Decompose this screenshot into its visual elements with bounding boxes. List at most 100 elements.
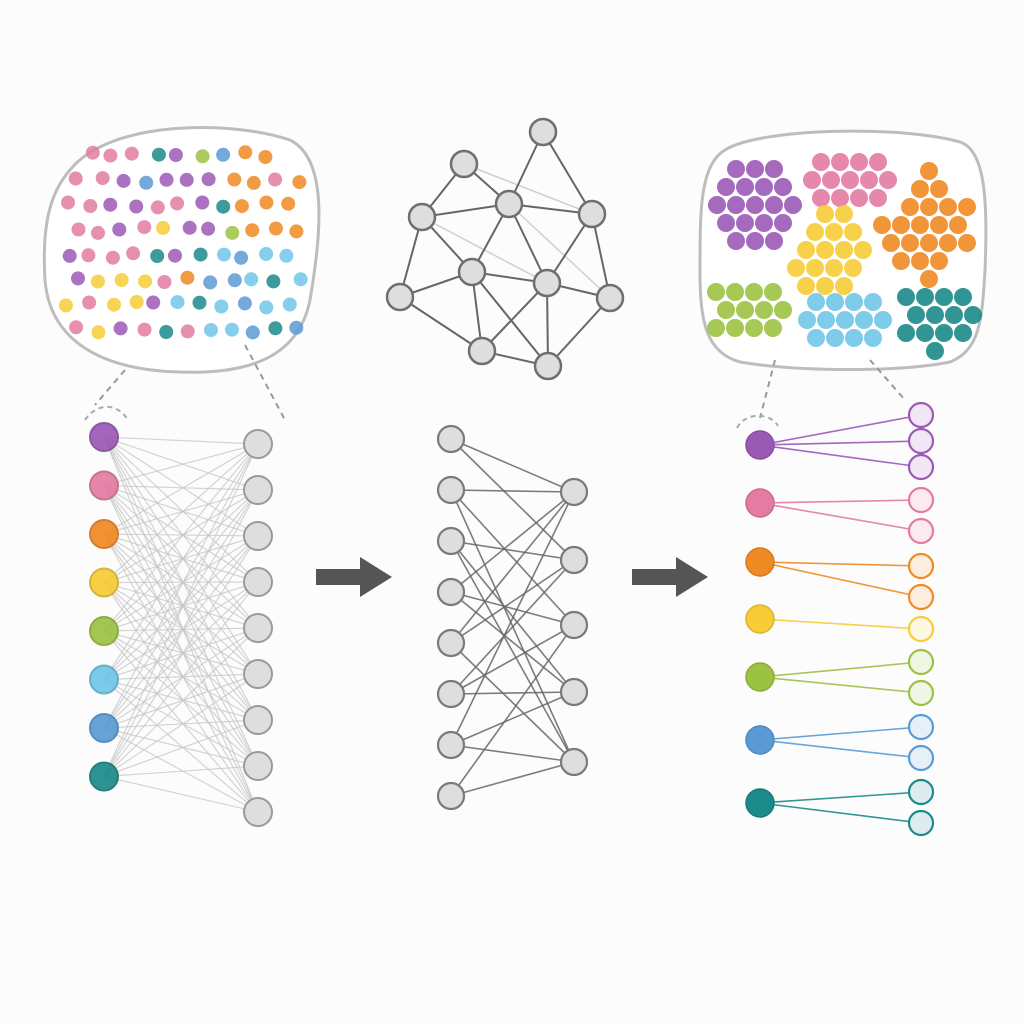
- sparse-edge: [450, 559, 575, 644]
- sorted-dot-teal: [907, 306, 925, 324]
- output-edge-pink: [759, 499, 922, 504]
- output-node-pink: [907, 517, 935, 545]
- cluster-dot: [69, 320, 84, 335]
- cluster-dot: [180, 270, 195, 285]
- cluster-dot: [116, 173, 131, 188]
- graph-node: [494, 189, 524, 219]
- sparse-edge: [450, 624, 575, 797]
- dense-edge: [103, 727, 259, 767]
- sorted-dot-purple: [717, 178, 735, 196]
- dense-edge: [103, 533, 259, 629]
- dense-edge: [103, 533, 259, 813]
- cluster-dot: [124, 146, 139, 161]
- sorted-dot-purple: [755, 214, 773, 232]
- sparse-left-node: [436, 730, 466, 760]
- output-node-purple: [907, 427, 935, 455]
- dense-edge: [103, 630, 259, 721]
- cluster-dot: [259, 247, 274, 261]
- input-node-blue: [89, 713, 119, 743]
- cluster-dot: [159, 325, 174, 339]
- output-edge-teal: [759, 802, 922, 824]
- sorted-dot-lightblue: [817, 311, 835, 329]
- graph-node: [595, 283, 625, 313]
- dense-edge: [103, 436, 259, 675]
- output-node-green: [907, 648, 935, 676]
- output-edge-pink: [759, 502, 922, 532]
- sparse-edge: [450, 491, 575, 593]
- sorted-dot-pink: [803, 171, 821, 189]
- dense-edge: [103, 436, 259, 721]
- sorted-dot-purple: [746, 160, 764, 178]
- dense-edge: [103, 489, 259, 535]
- cluster-dot: [129, 199, 144, 214]
- sorted-dot-lightblue: [855, 311, 873, 329]
- cluster-dot: [193, 247, 208, 262]
- sorted-dot-lightblue: [864, 329, 882, 347]
- cluster-dot: [170, 196, 185, 211]
- sorted-dot-purple: [784, 196, 802, 214]
- cluster-dot: [268, 321, 283, 336]
- cluster-dot: [180, 324, 195, 339]
- cluster-dot: [201, 172, 216, 187]
- source-node-pink: [745, 488, 775, 518]
- cluster-dot: [81, 248, 96, 263]
- dense-edge: [103, 436, 259, 445]
- sorted-dot-yellow: [835, 241, 853, 259]
- sorted-dot-lightblue: [836, 311, 854, 329]
- sorted-dot-yellow: [787, 259, 805, 277]
- cluster-dot: [234, 199, 249, 214]
- input-node-green: [89, 616, 119, 646]
- hidden-node: [243, 797, 273, 827]
- right-panel: [698, 129, 988, 837]
- cluster-dot: [279, 248, 294, 263]
- arrow-head: [676, 557, 708, 597]
- output-edge-orange: [759, 561, 922, 598]
- dense-edge: [103, 535, 259, 584]
- sorted-dot-purple: [727, 160, 745, 178]
- sparse-left-node: [436, 475, 466, 505]
- hidden-node: [243, 705, 273, 735]
- cluster-dot: [168, 248, 182, 263]
- dashed-connector: [759, 359, 776, 419]
- cluster-dot: [83, 199, 98, 213]
- output-edge-teal: [759, 791, 922, 804]
- cluster-dot: [58, 298, 73, 313]
- sorted-dot-purple: [765, 160, 783, 178]
- dense-edge: [103, 489, 259, 777]
- cluster-dot: [103, 148, 118, 163]
- graph-edge: [421, 203, 510, 218]
- sorted-dot-teal: [954, 324, 972, 342]
- cluster-dot: [114, 273, 129, 287]
- sorted-dot-yellow: [806, 223, 824, 241]
- cluster-dot: [266, 274, 281, 289]
- cluster-dot: [259, 195, 274, 210]
- dense-edge: [103, 485, 259, 721]
- output-node-orange: [907, 552, 935, 580]
- sparse-edge: [450, 540, 575, 763]
- sorted-dot-purple: [774, 214, 792, 232]
- cluster-dot: [268, 172, 283, 187]
- sorted-dot-yellow: [825, 259, 843, 277]
- cluster-dot: [85, 145, 100, 160]
- output-node-orange: [907, 583, 935, 611]
- sorted-dot-purple: [746, 232, 764, 250]
- sorted-dot-pink: [812, 189, 830, 207]
- dense-edge: [103, 581, 259, 584]
- dense-edge: [103, 436, 259, 537]
- dense-edge: [103, 581, 259, 681]
- cluster-dot: [107, 297, 121, 312]
- cluster-dot: [179, 172, 194, 187]
- dense-edge: [103, 581, 259, 632]
- sorted-dot-teal: [954, 288, 972, 306]
- graph-node: [533, 351, 563, 381]
- cluster-dot: [103, 197, 118, 212]
- left-panel: [42, 126, 321, 827]
- sorted-dot-lightblue: [826, 329, 844, 347]
- output-node-teal: [907, 778, 935, 806]
- sorted-dot-green: [755, 301, 773, 319]
- dense-edge: [103, 443, 259, 680]
- sorted-dot-pink: [860, 171, 878, 189]
- dense-edge: [103, 485, 259, 629]
- graph-node: [449, 149, 479, 179]
- dense-edge: [103, 678, 259, 721]
